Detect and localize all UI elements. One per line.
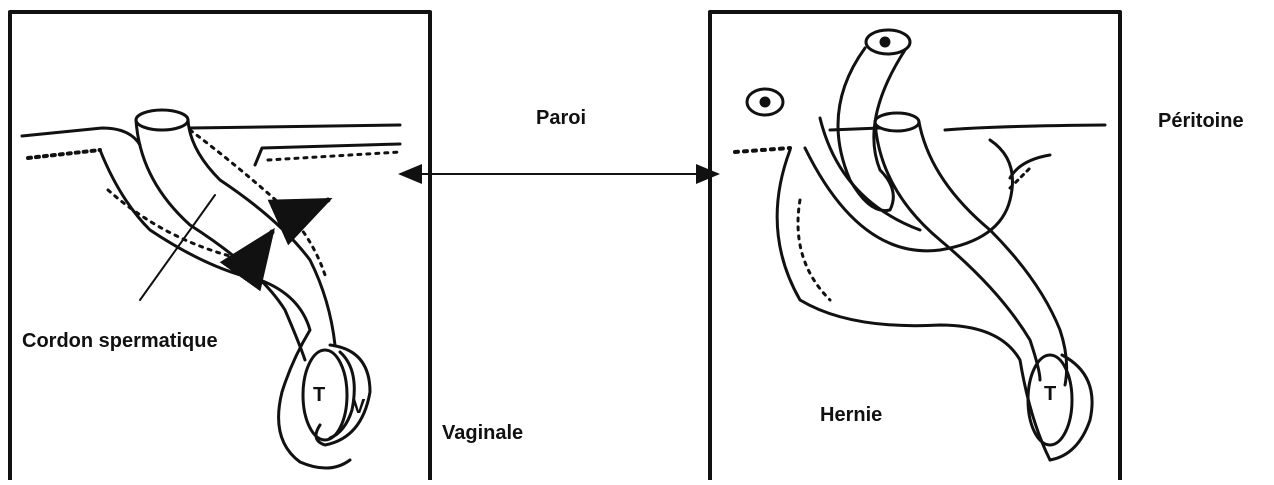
left-sac-dots xyxy=(108,190,255,262)
right-loop-inner-edge xyxy=(820,118,920,230)
right-cord-wall-b xyxy=(919,122,1067,385)
right-panel xyxy=(710,12,1120,480)
right-frame xyxy=(710,12,1120,480)
label-vaginale: Vaginale xyxy=(442,422,523,445)
left-wall-top-right xyxy=(190,125,400,128)
right-bowel-lumen-left xyxy=(761,98,769,106)
left-bold-arrow xyxy=(288,200,328,218)
left-wall-lower-dots xyxy=(268,152,400,160)
label-cordon-spermatique: Cordon spermatique xyxy=(22,330,218,353)
left-cord-opening xyxy=(136,110,188,130)
right-wall-top-right xyxy=(945,125,1105,130)
right-wall-lower-hook xyxy=(1010,155,1050,178)
left-outer-sac xyxy=(100,150,350,468)
left-cord-wall-b xyxy=(188,120,335,345)
label-testis-left: T xyxy=(313,384,325,407)
right-sac-dots xyxy=(798,200,830,300)
right-bowel-lumen-top xyxy=(881,38,889,46)
right-outer-sac xyxy=(777,150,1050,460)
left-panel xyxy=(10,12,430,480)
left-wall-dots xyxy=(28,150,100,158)
label-testis-right: T xyxy=(1044,383,1056,406)
left-small-arrow xyxy=(262,232,272,246)
label-paroi: Paroi xyxy=(536,107,586,130)
label-vaginale-v: V xyxy=(352,396,365,419)
left-wall-top xyxy=(22,128,140,145)
label-peritoine: Péritoine xyxy=(1158,110,1244,133)
left-cord-wall-a xyxy=(136,120,305,360)
right-cord-wall-a xyxy=(875,122,1040,380)
right-cord-opening xyxy=(875,113,919,131)
label-hernie: Hernie xyxy=(820,404,882,427)
right-inner-loop xyxy=(805,140,1013,251)
right-wall-dots xyxy=(735,148,790,152)
